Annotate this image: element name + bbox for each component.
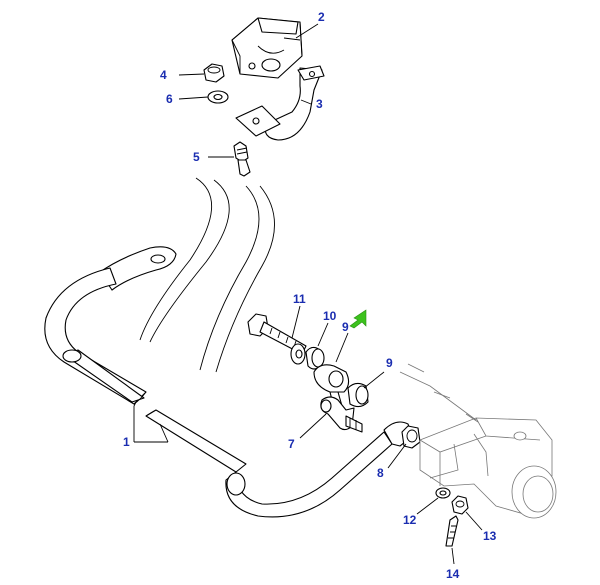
callout-9-upper: 9 [342,320,349,334]
callout-6: 6 [166,92,173,106]
green-arrow-icon [349,309,367,329]
callout-labels: 2 4 6 3 5 11 10 9 9 1 7 8 12 13 14 [123,10,497,581]
callout-3: 3 [316,97,323,111]
part-14-stud [445,515,459,547]
part-7-drop-link [313,364,363,433]
callout-14: 14 [446,567,460,581]
part-3-clamp [235,65,325,141]
callout-10: 10 [323,309,337,323]
part-4-nut [203,63,225,83]
part-5-bolt [233,141,251,177]
part-9-bush-lower [347,382,369,408]
callout-8: 8 [377,466,384,480]
callout-12: 12 [403,513,417,527]
callout-9-lower: 9 [386,356,393,370]
leader-lines [133,23,483,565]
callout-4: 4 [160,68,167,82]
part-10-washer [290,343,306,365]
part-2-bush [231,17,303,79]
callout-5: 5 [193,150,200,164]
part-12-washer [435,487,451,499]
part-6-washer [207,90,229,104]
callout-7: 7 [288,437,295,451]
callout-1: 1 [123,435,130,449]
part-1-anti-roll-bar [44,177,411,518]
callout-13: 13 [483,529,497,543]
part-8-nut [401,425,421,449]
part-13-nut [451,495,469,515]
callout-2: 2 [318,10,325,24]
axle-bracket [399,363,557,519]
callout-11: 11 [293,292,306,306]
part-9-bush-upper [305,346,325,370]
